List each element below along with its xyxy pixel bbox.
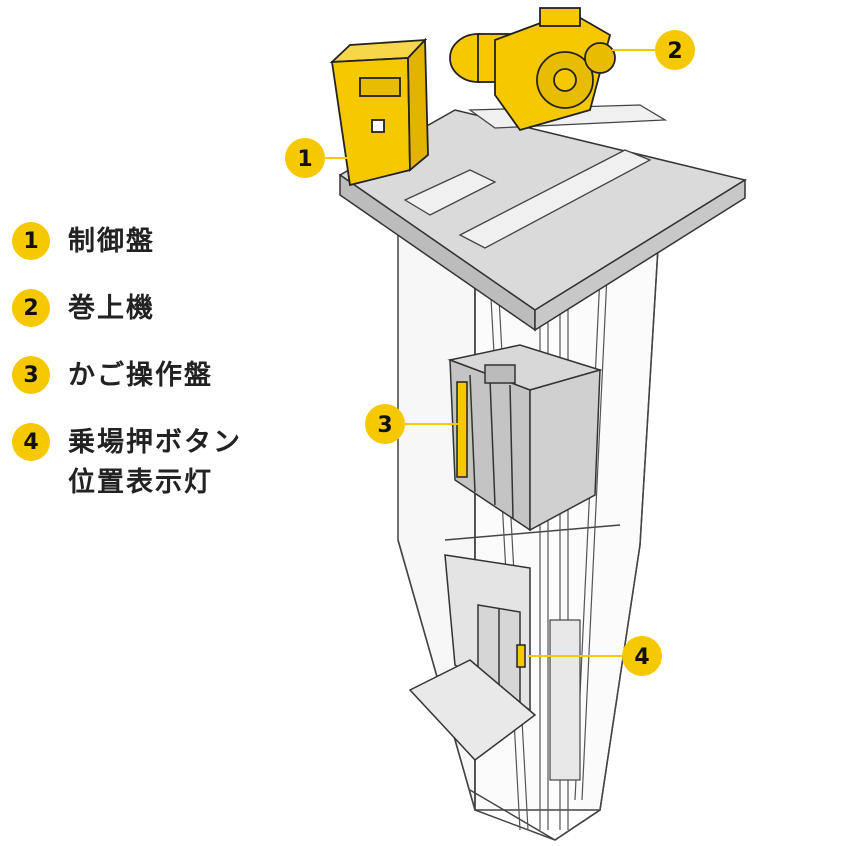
hall-button-indicator bbox=[516, 644, 526, 668]
legend-item-traction-machine: 2 巻上機 bbox=[12, 289, 302, 329]
callout-3: 3 bbox=[365, 404, 405, 444]
callout-1-number: 1 bbox=[297, 147, 312, 172]
legend-label: 巻上機 bbox=[68, 293, 155, 324]
counterweight bbox=[549, 619, 581, 781]
car-operating-panel bbox=[456, 381, 468, 478]
legend-badge: 1 bbox=[12, 222, 50, 260]
legend-label: かご操作盤 bbox=[68, 360, 213, 391]
callout-2-number: 2 bbox=[667, 39, 682, 64]
callout-4-number: 4 bbox=[634, 645, 649, 670]
callout-3-number: 3 bbox=[377, 413, 392, 438]
leader-lines bbox=[325, 49, 655, 657]
legend-item-control-panel: 1 制御盤 bbox=[12, 222, 302, 262]
elevator-cab bbox=[447, 344, 603, 532]
legend-label: 制御盤 bbox=[68, 226, 155, 257]
legend-item-hall-button-indicator: 4 乗場押ボタン 位置表示灯 bbox=[12, 423, 302, 503]
control-panel bbox=[329, 37, 429, 187]
legend-badge: 3 bbox=[12, 356, 50, 394]
callout-4: 4 bbox=[622, 636, 662, 676]
legend-badge: 4 bbox=[12, 423, 50, 461]
legend-badge: 2 bbox=[12, 289, 50, 327]
legend: 1 制御盤 2 巻上機 3 かご操作盤 4 乗場押ボタン 位置表示灯 bbox=[12, 222, 302, 530]
legend-item-car-operating-panel: 3 かご操作盤 bbox=[12, 356, 302, 396]
traction-machine bbox=[449, 7, 616, 132]
landing-floor bbox=[408, 554, 537, 762]
callout-2: 2 bbox=[655, 30, 695, 70]
legend-label: 乗場押ボタン 位置表示灯 bbox=[68, 427, 242, 498]
callout-1: 1 bbox=[285, 138, 325, 178]
